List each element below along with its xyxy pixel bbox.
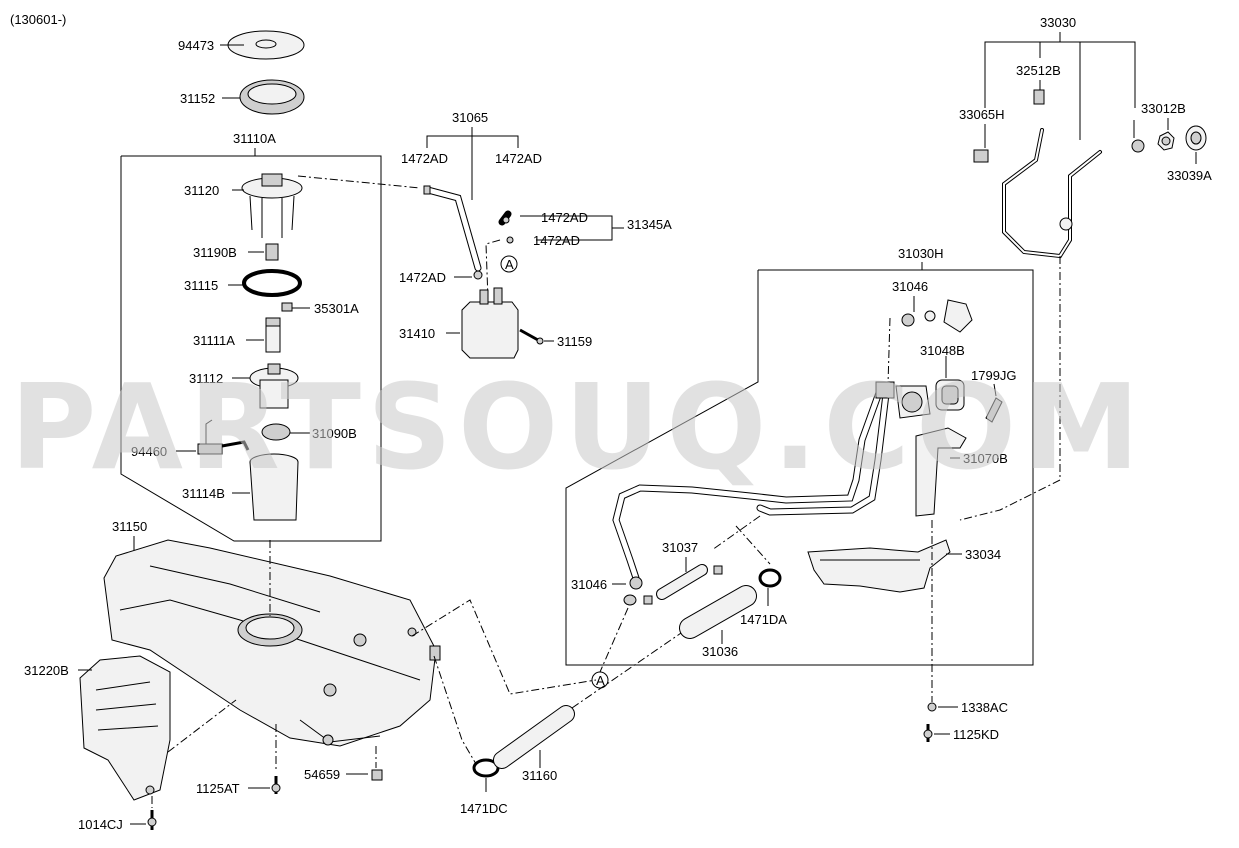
label-1472AD-c: 1472AD bbox=[541, 210, 588, 225]
label-31345A: 31345A bbox=[627, 217, 672, 232]
label-33030: 33030 bbox=[1040, 15, 1076, 30]
label-31160: 31160 bbox=[522, 768, 557, 783]
label-1472AD-b: 1472AD bbox=[495, 151, 542, 166]
callout-a-lower bbox=[591, 671, 609, 689]
label-1471DC: 1471DC bbox=[460, 801, 508, 816]
label-31115: 31115 bbox=[184, 278, 218, 293]
label-1014CJ: 1014CJ bbox=[78, 817, 123, 832]
label-35301A: 35301A bbox=[314, 301, 359, 316]
clip-35301A-part bbox=[281, 302, 293, 312]
label-33012B: 33012B bbox=[1141, 101, 1186, 116]
label-31159: 31159 bbox=[557, 334, 592, 349]
label-31410: 31410 bbox=[399, 326, 435, 341]
filler-neck-part bbox=[612, 381, 931, 582]
label-1125AT: 1125AT bbox=[196, 781, 240, 796]
label-1338AC: 1338AC bbox=[961, 700, 1008, 715]
fuel-tank-part bbox=[103, 539, 441, 747]
filler-group-outline bbox=[565, 269, 1034, 666]
label-31150: 31150 bbox=[112, 519, 147, 534]
label-1472AD-d: 1472AD bbox=[533, 233, 580, 248]
label-1472AD-e: 1472AD bbox=[399, 270, 446, 285]
nut-1338AC-part bbox=[927, 702, 937, 712]
label-33039A: 33039A bbox=[1167, 168, 1212, 183]
label-1125KD: 1125KD bbox=[953, 727, 999, 742]
label-32512B: 32512B bbox=[1016, 63, 1061, 78]
clamp-1471DA-part bbox=[758, 568, 782, 588]
label-94473: 94473 bbox=[178, 38, 214, 53]
label-31036: 31036 bbox=[702, 644, 738, 659]
label-31110A: 31110A bbox=[233, 131, 276, 146]
label-31220B: 31220B bbox=[24, 663, 69, 678]
label-1472AD-a: 1472AD bbox=[401, 151, 448, 166]
label-33065H: 33065H bbox=[959, 107, 1005, 122]
oring-part bbox=[242, 269, 302, 297]
bolt-31159-part bbox=[519, 328, 544, 345]
watermark: PARTSOUQ.COM bbox=[10, 358, 1146, 496]
release-cable-part bbox=[1002, 128, 1145, 259]
label-1471DA: 1471DA bbox=[740, 612, 787, 627]
protector-33034-part bbox=[807, 539, 951, 593]
filler-hose-31160-part bbox=[493, 705, 575, 769]
pump-cover-plate-part bbox=[227, 30, 305, 60]
heat-shield-part bbox=[79, 655, 171, 801]
label-94460: 94460 bbox=[131, 444, 167, 459]
pump-flange-part bbox=[241, 173, 303, 238]
hose-31037-part bbox=[656, 564, 708, 600]
label-31111A: 31111A bbox=[193, 333, 235, 348]
callout-a-lower-text: A bbox=[596, 673, 605, 688]
bolt-1014CJ-part bbox=[147, 810, 157, 830]
label-31120: 31120 bbox=[184, 183, 219, 198]
label-31090B: 31090B bbox=[312, 426, 357, 441]
clip-33039A-part bbox=[1185, 125, 1207, 151]
filter-seal-part bbox=[261, 423, 291, 441]
hose-31036-part bbox=[679, 585, 757, 639]
clip-1799JG-part bbox=[985, 397, 1003, 423]
nut-33012B-part bbox=[1157, 131, 1175, 151]
label-31112: 31112 bbox=[189, 371, 223, 386]
filler-cap-seal-part bbox=[901, 299, 973, 333]
label-31114B: 31114B bbox=[182, 486, 225, 501]
label-31070B: 31070B bbox=[963, 451, 1008, 466]
nut-54659-part bbox=[371, 769, 383, 781]
label-31046-b: 31046 bbox=[571, 577, 607, 592]
label-31152: 31152 bbox=[180, 91, 215, 106]
label-31037: 31037 bbox=[662, 540, 698, 555]
pump-module-outline bbox=[120, 155, 382, 542]
bolt-1125KD-part bbox=[923, 724, 933, 742]
callout-a-upper bbox=[500, 255, 518, 273]
header-code: (130601-) bbox=[10, 12, 66, 27]
bolt-1125AT-part bbox=[271, 776, 281, 794]
callout-a-upper-text: A bbox=[505, 257, 514, 272]
label-31065: 31065 bbox=[452, 110, 488, 125]
canister-part bbox=[461, 287, 519, 359]
label-33034: 33034 bbox=[965, 547, 1001, 562]
bracket-31070B-part bbox=[915, 427, 967, 517]
label-31046-a: 31046 bbox=[892, 279, 928, 294]
reservoir-cup-part bbox=[249, 453, 299, 521]
vapor-hose-part bbox=[424, 186, 482, 272]
label-31048B: 31048B bbox=[920, 343, 965, 358]
fuel-pump-part bbox=[265, 317, 281, 353]
connector-32512B-part bbox=[1033, 89, 1045, 105]
fuel-sender-part bbox=[197, 419, 250, 455]
label-54659: 54659 bbox=[304, 767, 340, 782]
pump-housing-part bbox=[249, 363, 299, 409]
holder-33065H-part bbox=[973, 149, 989, 163]
label-31030H: 31030H bbox=[898, 246, 944, 261]
label-31190B: 31190B bbox=[193, 245, 237, 260]
label-1799JG: 1799JG bbox=[971, 368, 1017, 383]
pump-sensor-part bbox=[265, 243, 279, 261]
lock-ring-part bbox=[239, 79, 305, 115]
